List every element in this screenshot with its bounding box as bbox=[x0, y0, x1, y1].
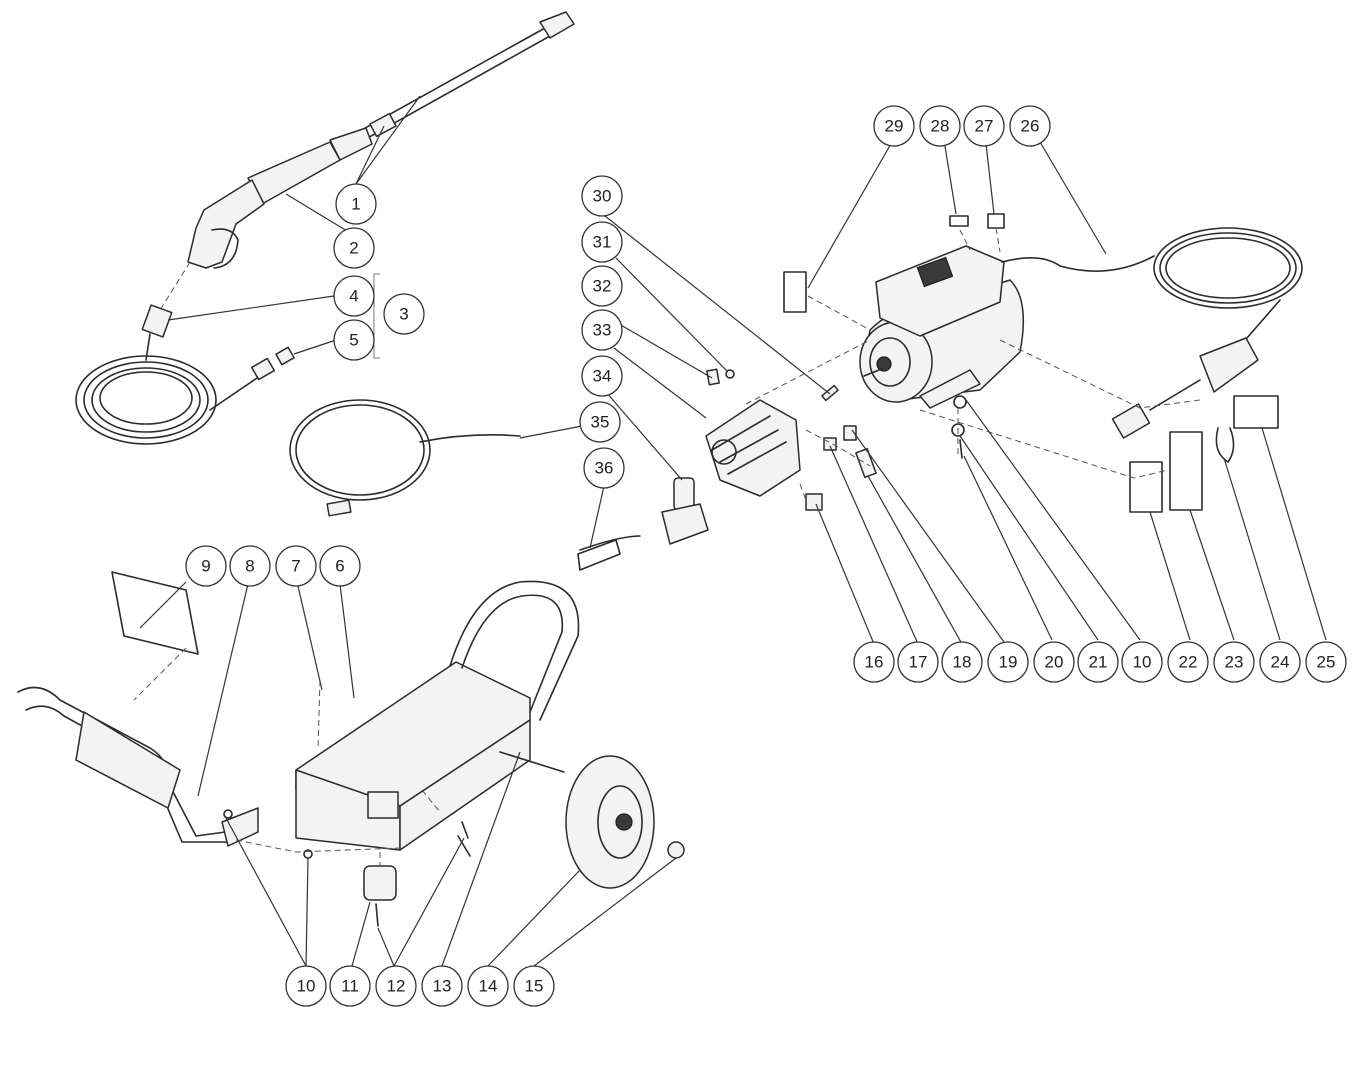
spray-wand bbox=[357, 11, 575, 141]
callout-7: 7 bbox=[275, 545, 317, 587]
callout-25: 25 bbox=[1305, 641, 1347, 683]
supply-hose bbox=[289, 399, 521, 517]
callout-13: 13 bbox=[421, 965, 463, 1007]
callout-3: 3 bbox=[383, 293, 425, 335]
svg-text:14: 14 bbox=[479, 977, 498, 996]
svg-text:23: 23 bbox=[1225, 653, 1244, 672]
gun-swivel bbox=[141, 261, 191, 338]
power-cord bbox=[1001, 227, 1303, 439]
callout-32: 32 bbox=[581, 265, 623, 307]
callout-28: 28 bbox=[919, 105, 961, 147]
high-pressure-hose bbox=[75, 333, 295, 445]
svg-text:26: 26 bbox=[1021, 117, 1040, 136]
svg-text:7: 7 bbox=[291, 557, 300, 576]
cart-frame bbox=[295, 580, 580, 901]
callout-31: 31 bbox=[581, 221, 623, 263]
callout-5: 5 bbox=[333, 319, 375, 361]
callout-26: 26 bbox=[1009, 105, 1051, 147]
callout-22: 22 bbox=[1167, 641, 1209, 683]
callout-29: 29 bbox=[873, 105, 915, 147]
svg-text:31: 31 bbox=[593, 233, 612, 252]
svg-text:28: 28 bbox=[931, 117, 950, 136]
svg-text:2: 2 bbox=[349, 239, 358, 258]
callout-6: 6 bbox=[319, 545, 361, 587]
assembly-lines bbox=[133, 227, 1201, 866]
svg-text:33: 33 bbox=[593, 321, 612, 340]
callout-35: 35 bbox=[579, 401, 621, 443]
pump bbox=[661, 368, 839, 545]
wheel bbox=[565, 755, 685, 889]
svg-text:27: 27 bbox=[975, 117, 994, 136]
svg-text:16: 16 bbox=[865, 653, 884, 672]
svg-text:4: 4 bbox=[349, 287, 358, 306]
svg-text:35: 35 bbox=[591, 413, 610, 432]
svg-text:20: 20 bbox=[1045, 653, 1064, 672]
callout-12: 12 bbox=[375, 965, 417, 1007]
callout-23: 23 bbox=[1213, 641, 1255, 683]
spray-gun bbox=[187, 127, 373, 269]
svg-text:11: 11 bbox=[341, 977, 359, 996]
callout-15: 15 bbox=[513, 965, 555, 1007]
callout-34: 34 bbox=[581, 355, 623, 397]
frame-hardware bbox=[223, 809, 469, 927]
svg-text:32: 32 bbox=[593, 277, 612, 296]
svg-text:18: 18 bbox=[953, 653, 972, 672]
callout-8: 8 bbox=[229, 545, 271, 587]
svg-text:8: 8 bbox=[245, 557, 254, 576]
callout-33: 33 bbox=[581, 309, 623, 351]
callout-18: 18 bbox=[941, 641, 983, 683]
svg-text:10: 10 bbox=[297, 977, 316, 996]
callout-1: 1 bbox=[335, 183, 377, 225]
svg-text:15: 15 bbox=[525, 977, 544, 996]
svg-text:21: 21 bbox=[1089, 653, 1108, 672]
electric-motor bbox=[859, 245, 1025, 409]
handle bbox=[17, 686, 259, 847]
svg-text:24: 24 bbox=[1271, 653, 1290, 672]
callout-2: 2 bbox=[333, 227, 375, 269]
svg-text:13: 13 bbox=[433, 977, 452, 996]
callout-16: 16 bbox=[853, 641, 895, 683]
callout-21: 21 bbox=[1077, 641, 1119, 683]
svg-text:34: 34 bbox=[593, 367, 612, 386]
svg-text:12: 12 bbox=[387, 977, 406, 996]
callout-14: 14 bbox=[467, 965, 509, 1007]
callout-27: 27 bbox=[963, 105, 1005, 147]
svg-text:3: 3 bbox=[399, 305, 408, 324]
svg-text:6: 6 bbox=[335, 557, 344, 576]
callout-17: 17 bbox=[897, 641, 939, 683]
callout-4: 4 bbox=[333, 275, 375, 317]
svg-text:29: 29 bbox=[885, 117, 904, 136]
svg-text:25: 25 bbox=[1317, 653, 1336, 672]
decals bbox=[111, 213, 1279, 655]
svg-text:1: 1 bbox=[351, 195, 360, 214]
callout-10-motor: 10 bbox=[1121, 641, 1163, 683]
callout-24: 24 bbox=[1259, 641, 1301, 683]
callout-10: 10 bbox=[285, 965, 327, 1007]
leader-lines bbox=[139, 95, 1327, 967]
callout-bubbles: 1 2 3 4 5 6 7 8 9 10 11 12 13 14 15 16 1… bbox=[185, 105, 1347, 1007]
svg-text:30: 30 bbox=[593, 187, 612, 206]
callout-19: 19 bbox=[987, 641, 1029, 683]
svg-text:10: 10 bbox=[1133, 653, 1152, 672]
svg-text:9: 9 bbox=[201, 557, 210, 576]
svg-text:17: 17 bbox=[909, 653, 928, 672]
fittings bbox=[805, 395, 967, 511]
callout-11: 11 bbox=[329, 965, 371, 1007]
svg-text:5: 5 bbox=[349, 331, 358, 350]
svg-text:19: 19 bbox=[999, 653, 1018, 672]
callout-20: 20 bbox=[1033, 641, 1075, 683]
svg-text:22: 22 bbox=[1179, 653, 1198, 672]
callout-30: 30 bbox=[581, 175, 623, 217]
svg-text:36: 36 bbox=[595, 459, 614, 478]
callout-9: 9 bbox=[185, 545, 227, 587]
callout-36: 36 bbox=[583, 447, 625, 489]
